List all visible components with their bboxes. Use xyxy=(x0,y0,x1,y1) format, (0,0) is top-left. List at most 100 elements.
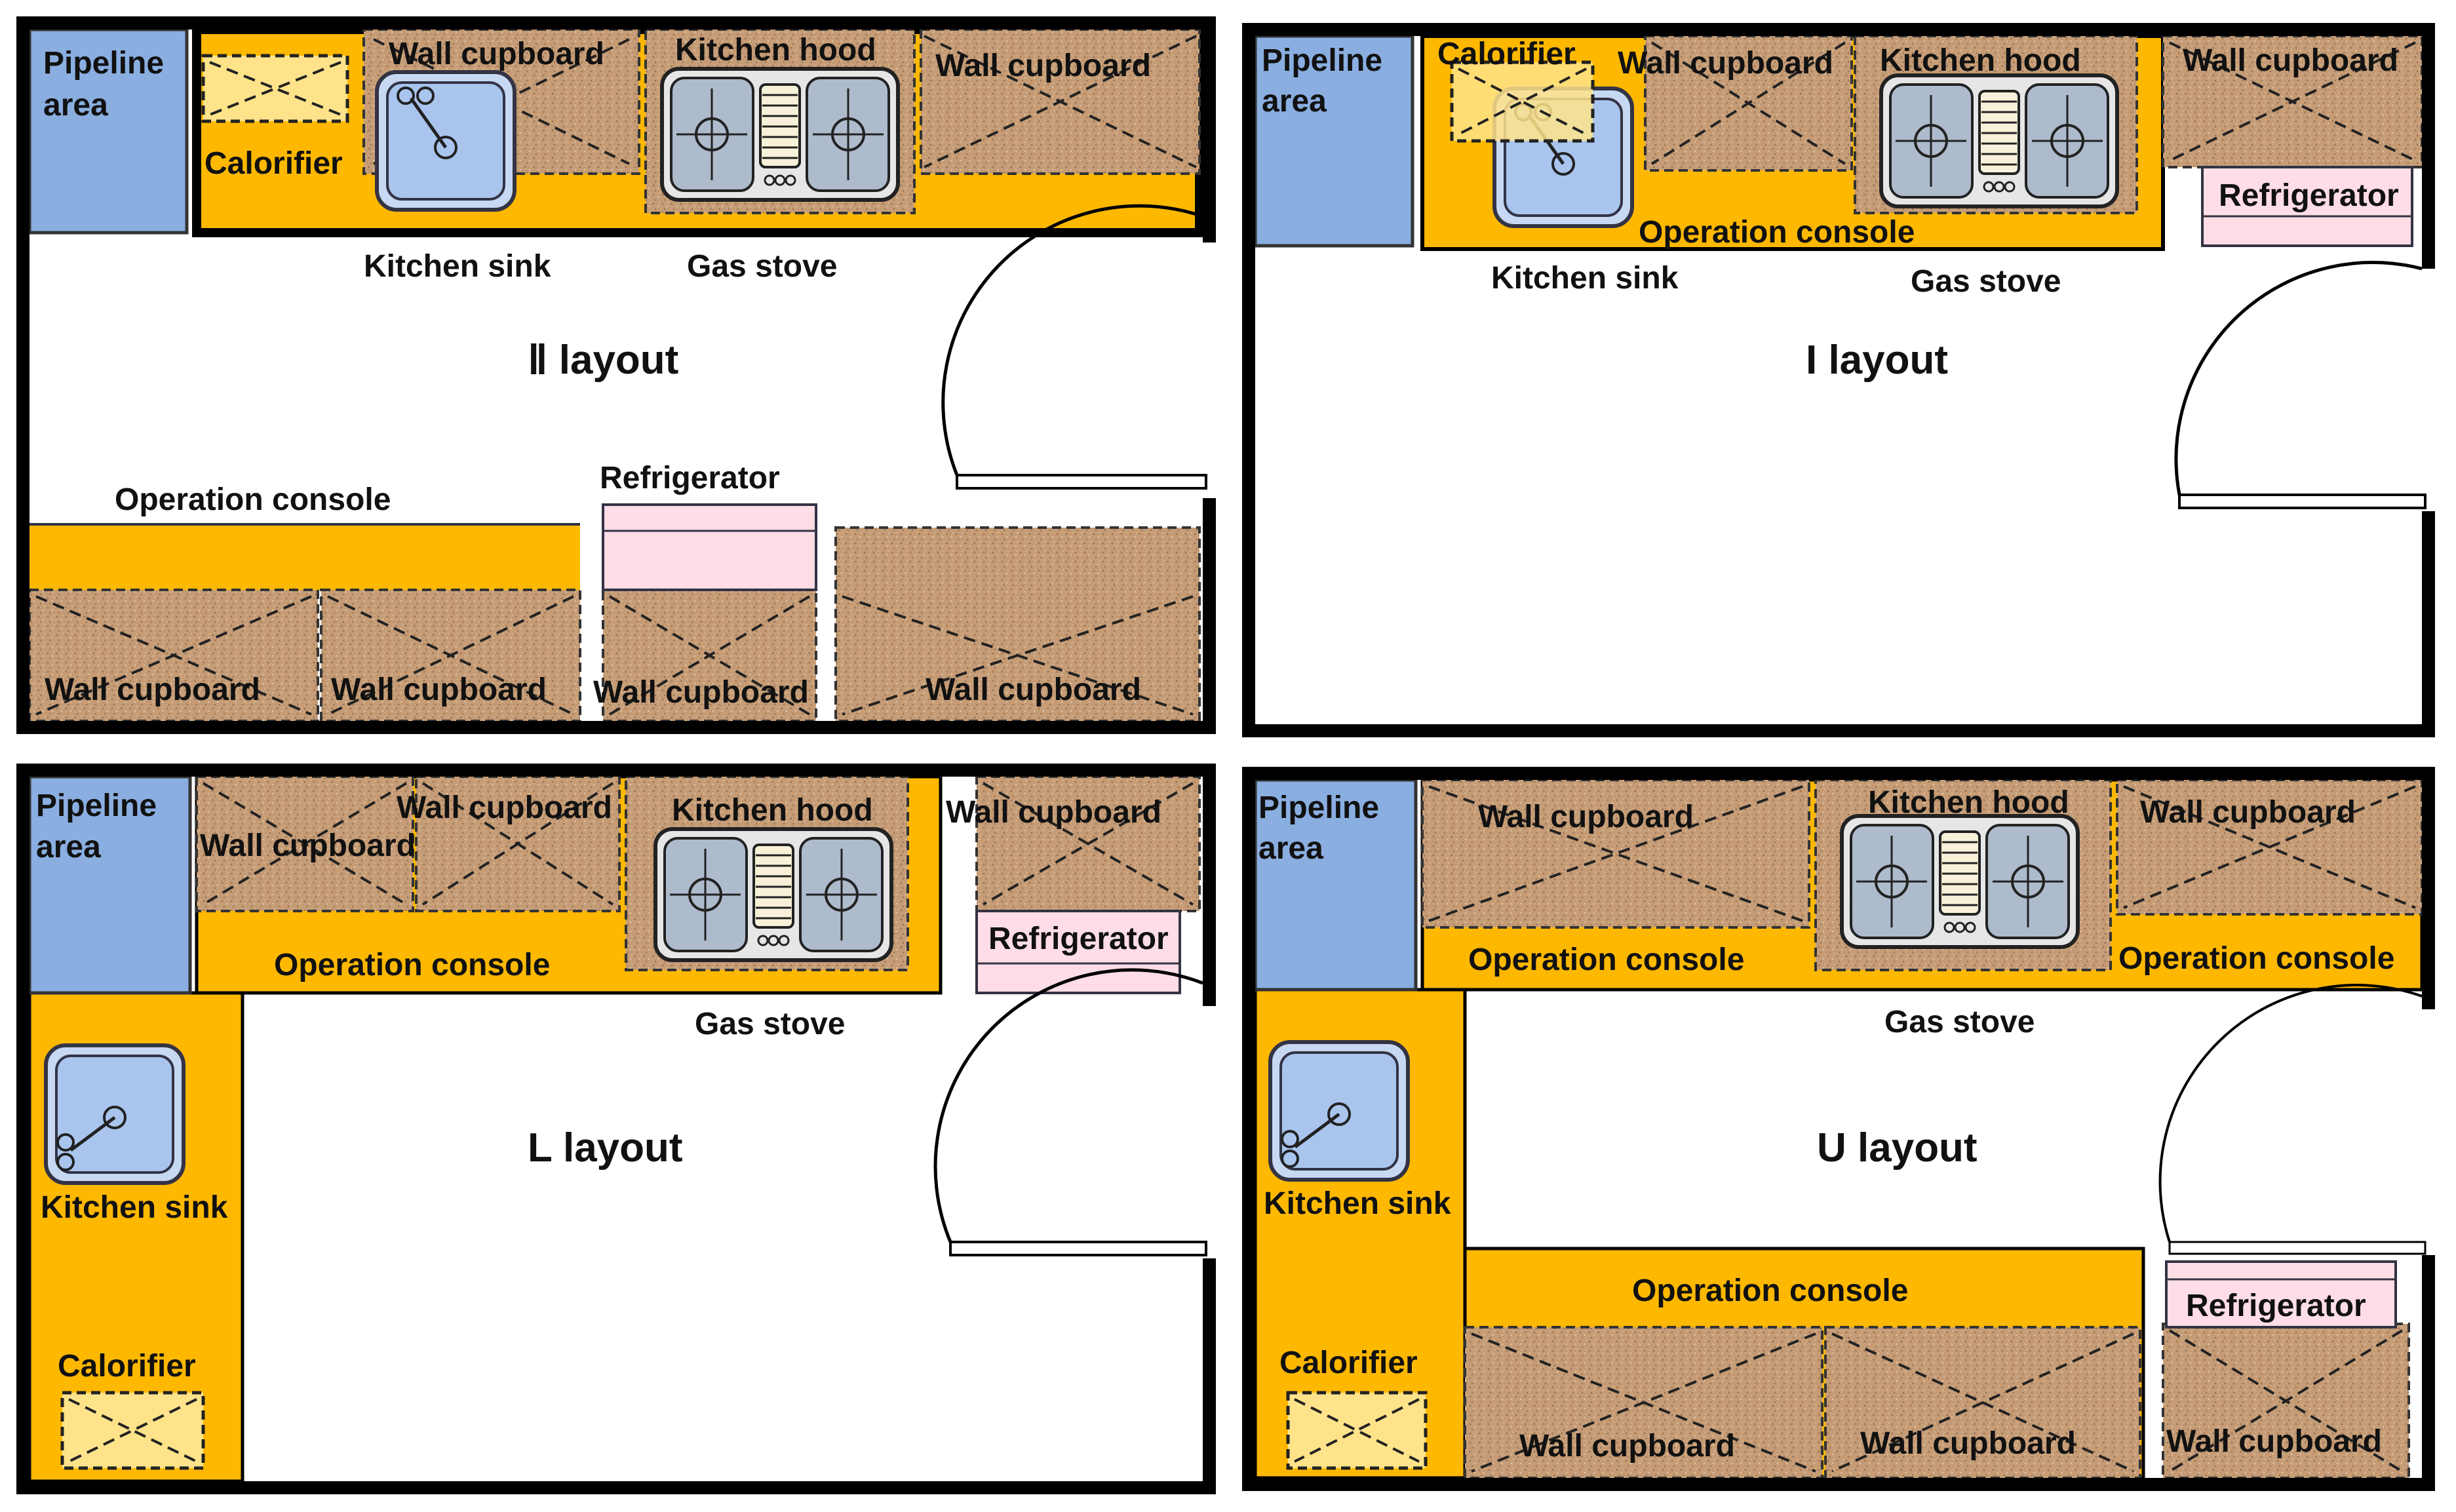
wall xyxy=(2422,767,2435,1009)
gas-stove-label: Gas stove xyxy=(1884,1005,2035,1039)
gas-stove-icon xyxy=(1842,816,2078,947)
kitchen-sink-label: Kitchen sink xyxy=(364,249,551,284)
pipeline-label: Pipeline xyxy=(1262,43,1382,78)
refrigerator-label: Refrigerator xyxy=(600,461,780,495)
kitchen-sink-icon xyxy=(46,1045,184,1183)
refrigerator-label: Refrigerator xyxy=(988,921,1169,956)
layout-title: U layout xyxy=(1817,1125,1978,1171)
wall xyxy=(1242,724,2435,737)
gas-stove-icon xyxy=(1881,75,2117,206)
wall xyxy=(1242,767,2435,780)
kitchen-sink-label: Kitchen sink xyxy=(1491,261,1679,296)
wall-cupboard-unit xyxy=(1421,779,1810,929)
gas-stove-label: Gas stove xyxy=(695,1007,845,1041)
kitchen-hood-label: Kitchen hood xyxy=(1880,43,2081,78)
kitchen-hood-label: Kitchen hood xyxy=(675,33,876,68)
wall-cupboard-label: Wall cupboard xyxy=(946,795,1161,830)
wall-cupboard-label: Wall cupboard xyxy=(397,790,612,825)
calorifier-unit xyxy=(1286,1391,1428,1470)
pipeline-label: area xyxy=(1262,84,1327,119)
refrigerator-unit xyxy=(602,503,817,591)
gas-stove-label: Gas stove xyxy=(1911,264,2061,299)
operation-console-label: Operation console xyxy=(1468,942,1744,977)
panel-ii-layout: Pipeline area Wall cupboard Kitchen hood… xyxy=(16,16,1216,734)
wall xyxy=(1242,23,2435,36)
calorifier-unit xyxy=(1450,60,1595,143)
calorifier-unit xyxy=(201,54,349,123)
refrigerator-unit xyxy=(2201,166,2413,247)
wall-cupboard-unit xyxy=(834,526,1201,722)
calorifier-label: Calorifier xyxy=(205,146,343,181)
wall xyxy=(1203,16,1216,242)
gas-stove-icon xyxy=(655,829,891,960)
wall-cupboard-label: Wall cupboard xyxy=(200,828,416,863)
wall xyxy=(16,764,1216,777)
pipeline-area xyxy=(28,775,192,995)
kitchen-sink-icon xyxy=(1270,1042,1408,1180)
kitchen-hood-label: Kitchen hood xyxy=(1868,785,2069,820)
wall xyxy=(2422,1255,2435,1491)
wall-cupboard-label: Wall cupboard xyxy=(1618,46,1833,81)
kitchen-hood-label: Kitchen hood xyxy=(672,793,873,828)
operation-console-label: Operation console xyxy=(115,482,391,517)
layout-title: I layout xyxy=(1806,338,1948,383)
pipeline-label: area xyxy=(36,830,101,864)
wall-cupboard-label: Wall cupboard xyxy=(389,37,604,71)
wall xyxy=(2422,511,2435,737)
wall xyxy=(1203,1258,1216,1494)
wall-cupboard-label: Wall cupboard xyxy=(2140,795,2356,830)
panel-u-layout: Pipeline area Wall cupboard Kitchen hood… xyxy=(1242,767,2435,1491)
refrigerator-label: Refrigerator xyxy=(2219,178,2399,213)
wall-cupboard-label: Wall cupboard xyxy=(1478,800,1694,834)
door-swing xyxy=(941,204,1203,476)
operation-console-label: Operation console xyxy=(1632,1273,1908,1308)
calorifier-unit xyxy=(60,1391,205,1470)
wall xyxy=(16,1481,1216,1494)
door-leaf xyxy=(2178,494,2427,509)
wall-cupboard-label: Wall cupboard xyxy=(331,672,547,707)
door-leaf xyxy=(2168,1241,2427,1255)
refrigerator-unit xyxy=(975,910,1181,994)
panel-i-layout: Pipeline area Calorifier Wall cupboard K… xyxy=(1242,23,2435,737)
calorifier-label: Calorifier xyxy=(1437,37,1576,71)
layout-title: Ⅱ layout xyxy=(528,338,678,383)
wall xyxy=(1203,498,1216,734)
wall xyxy=(16,764,29,1494)
kitchen-sink-label: Kitchen sink xyxy=(41,1190,228,1225)
pipeline-area xyxy=(28,28,189,235)
wall-cupboard-label: Wall cupboard xyxy=(935,48,1151,83)
pipeline-label: Pipeline xyxy=(1258,790,1379,825)
pipeline-label: area xyxy=(1258,831,1323,866)
wall xyxy=(1203,764,1216,1006)
wall-cupboard-label: Wall cupboard xyxy=(1860,1426,2076,1461)
wall-cupboard-label: Wall cupboard xyxy=(926,672,1141,707)
pipeline-label: Pipeline xyxy=(36,788,157,823)
wall-cupboard-label: Wall cupboard xyxy=(2166,1424,2382,1459)
operation-console-label: Operation console xyxy=(2118,941,2394,976)
panel-l-layout: Pipeline area Wall cupboard Wall cupboar… xyxy=(16,764,1216,1494)
wall-cupboard-label: Wall cupboard xyxy=(593,675,809,710)
operation-console-bottom xyxy=(29,524,580,590)
calorifier-label: Calorifier xyxy=(58,1349,196,1384)
operation-console-label: Operation console xyxy=(274,948,550,982)
wall xyxy=(2422,23,2435,269)
pipeline-label: Pipeline xyxy=(43,46,164,81)
pipeline-label: area xyxy=(43,88,108,123)
layout-title: L layout xyxy=(528,1125,683,1171)
wall xyxy=(1242,23,1255,737)
door-swing xyxy=(2158,984,2423,1243)
wall xyxy=(16,16,1216,29)
wall xyxy=(16,721,1216,734)
wall-cupboard-label: Wall cupboard xyxy=(2183,43,2398,78)
operation-console-label: Operation console xyxy=(1639,215,1915,250)
refrigerator-label: Refrigerator xyxy=(2186,1289,2366,1323)
kitchen-sink-icon xyxy=(377,72,515,210)
gas-stove-label: Gas stove xyxy=(687,249,837,284)
calorifier-label: Calorifier xyxy=(1279,1346,1418,1380)
kitchen-sink-label: Kitchen sink xyxy=(1264,1186,1451,1221)
door-leaf xyxy=(949,1241,1207,1256)
wall-cupboard-label: Wall cupboard xyxy=(45,672,260,707)
door-swing xyxy=(933,968,1203,1243)
wall xyxy=(1242,1478,2435,1491)
door-leaf xyxy=(956,474,1207,490)
